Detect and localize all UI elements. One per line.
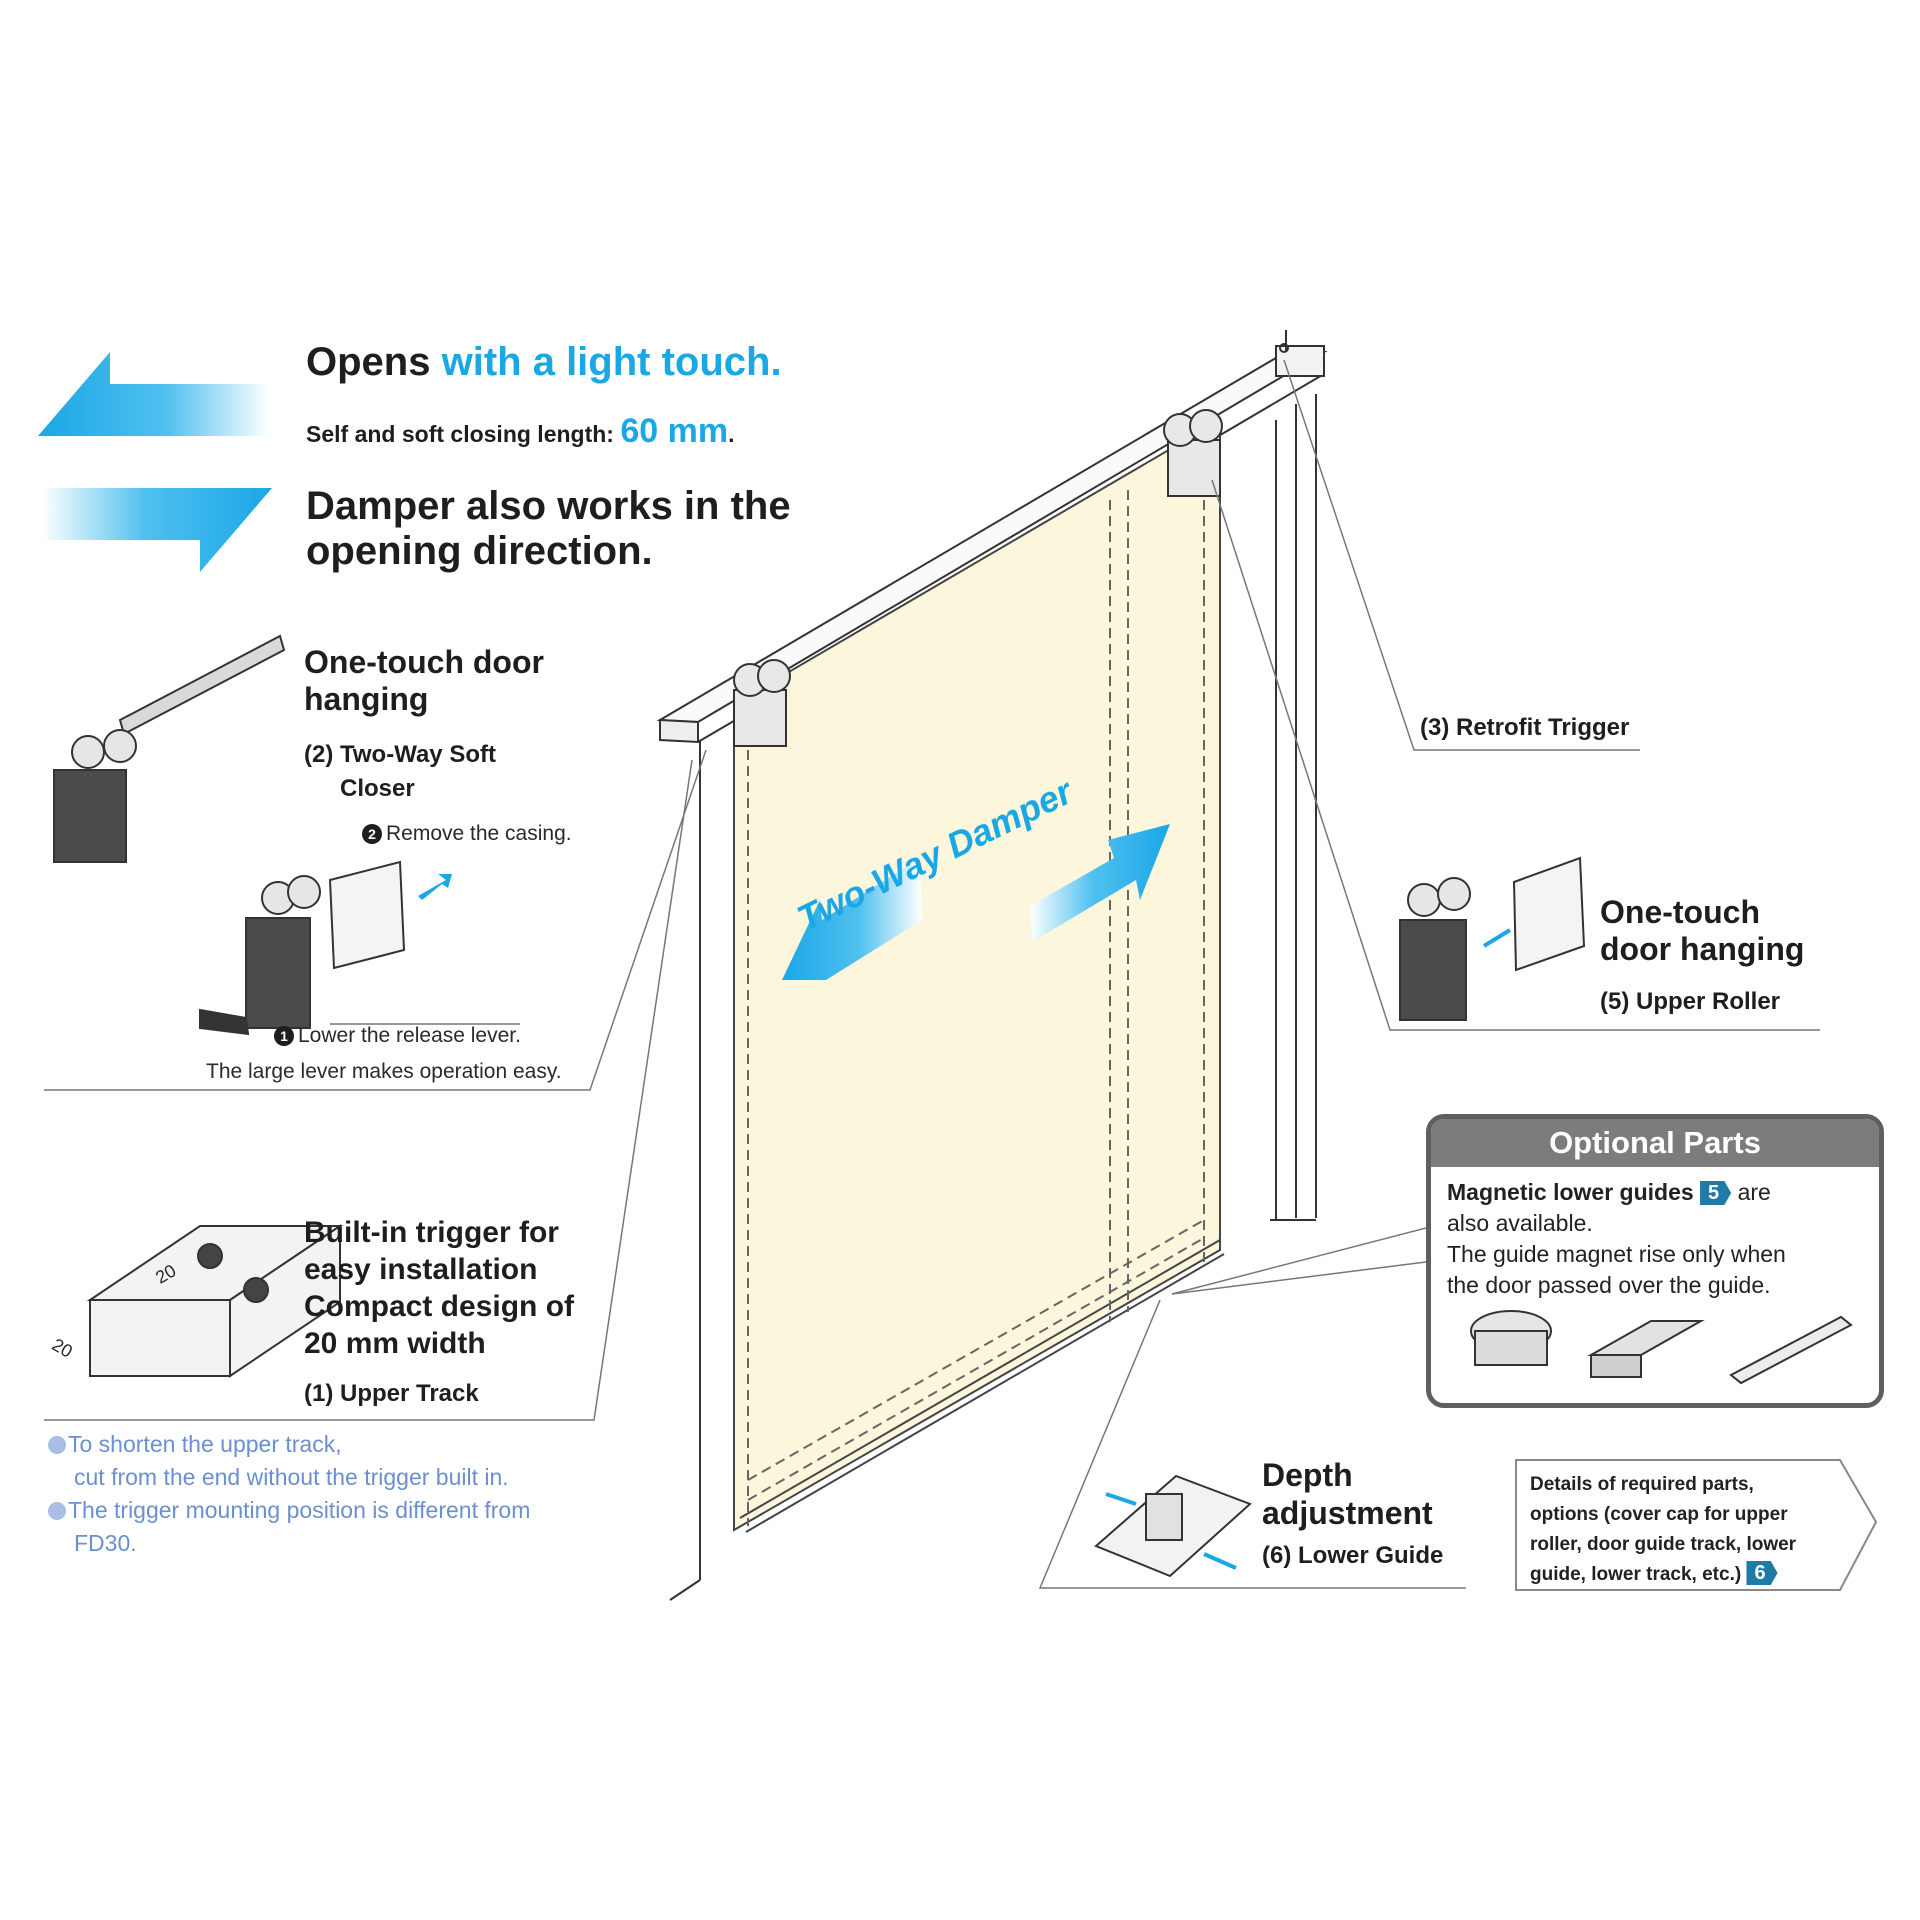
optional-bold: Magnetic lower guides xyxy=(1447,1179,1694,1205)
track-note-2: The trigger mounting position is differe… xyxy=(48,1494,530,1560)
track-note-2-line-2: FD30. xyxy=(74,1530,137,1556)
upper-roller-icon xyxy=(1399,856,1586,1021)
step-2-icon: 2 xyxy=(362,824,382,844)
optional-parts-images xyxy=(1470,1310,1853,1385)
track-line-3: Compact design of xyxy=(304,1290,575,1323)
closer-title-line-2: hanging xyxy=(304,681,429,717)
upper-track-icon xyxy=(86,1224,344,1378)
optional-parts-box: Optional Parts Magnetic lower guides 5 a… xyxy=(1426,1114,1884,1408)
track-part: (1) Upper Track xyxy=(304,1380,479,1407)
roller-part: (5) Upper Roller xyxy=(1600,988,1781,1015)
optional-after: are xyxy=(1737,1179,1771,1205)
two-way-soft-closer-icon xyxy=(53,634,406,1036)
headline-damper: Damper also works in the opening directi… xyxy=(306,484,791,574)
track-note-1-line-1: To shorten the upper track, xyxy=(68,1431,342,1457)
details-box-outline xyxy=(1515,1459,1878,1591)
lower-track-icon xyxy=(1729,1315,1853,1385)
damper-line-1: Damper also works in the xyxy=(306,484,791,528)
track-line-2: easy installation xyxy=(304,1253,538,1286)
roller-title-line-2: door hanging xyxy=(1600,931,1805,967)
door-panel xyxy=(733,418,1221,1532)
track-note-1: To shorten the upper track, cut from the… xyxy=(48,1428,509,1494)
optional-line-3: The guide magnet rise only when xyxy=(1447,1241,1786,1267)
closer-title: One-touch door hanging xyxy=(304,644,544,718)
track-features: Built-in trigger for easy installation C… xyxy=(304,1214,574,1362)
opens-prefix: Opens xyxy=(306,340,431,384)
closing-label: Self and soft closing length: xyxy=(306,421,614,447)
headline-opens: Opens with a light touch. xyxy=(306,340,782,385)
track-note-1-line-2: cut from the end without the trigger bui… xyxy=(74,1464,509,1490)
page-ref-6-badge[interactable]: 6 xyxy=(1746,1561,1778,1585)
track-note-2-line-1: The trigger mounting position is differe… xyxy=(68,1497,531,1523)
track-line-1: Built-in trigger for xyxy=(304,1216,559,1249)
optional-line-2: also available. xyxy=(1447,1210,1593,1236)
arrow-open-icon xyxy=(782,858,922,980)
closing-suffix: . xyxy=(728,421,735,447)
closer-part: (2) Two-Way Soft Closer xyxy=(304,738,496,806)
details-box: Details of required parts, options (cove… xyxy=(1514,1458,1874,1592)
optional-parts-heading: Optional Parts xyxy=(1431,1119,1879,1167)
lower-guide-title: Depth adjustment xyxy=(1262,1456,1433,1532)
details-body: Details of required parts, options (cove… xyxy=(1530,1474,1797,1585)
roller-icon xyxy=(733,409,1223,747)
lower-guide-icon xyxy=(1094,1474,1252,1578)
closing-length: Self and soft closing length: 60 mm. xyxy=(306,412,734,451)
lower-guide-line-1: Depth xyxy=(1262,1457,1353,1493)
damper-line-2: opening direction. xyxy=(306,529,653,573)
arrow-left-icon xyxy=(38,352,270,436)
remove-arrow-icon xyxy=(418,874,452,900)
track-line-4: 20 mm width xyxy=(304,1327,486,1360)
lower-guide-part: (6) Lower Guide xyxy=(1262,1542,1444,1569)
closer-note: The large lever makes operation easy. xyxy=(206,1060,562,1083)
door-frame xyxy=(656,330,1328,1601)
roller-title-line-1: One-touch xyxy=(1600,894,1760,930)
closer-part-line-1: (2) Two-Way Soft xyxy=(304,741,496,768)
retrofit-trigger-label: (3) Retrofit Trigger xyxy=(1420,714,1630,741)
optional-line-4: the door passed over the guide. xyxy=(1447,1272,1771,1298)
magnetic-guide-icon xyxy=(1587,1320,1705,1356)
arrow-close-icon xyxy=(1030,824,1170,942)
closing-value: 60 mm xyxy=(620,412,729,450)
bullet-icon xyxy=(48,1436,66,1454)
roller-title: One-touch door hanging xyxy=(1600,894,1804,968)
bullet-icon xyxy=(48,1502,66,1520)
lower-guide-line-2: adjustment xyxy=(1262,1495,1433,1531)
page-ref-5-badge[interactable]: 5 xyxy=(1700,1181,1732,1205)
arrow-right-icon xyxy=(42,488,272,572)
step-1-text: Lower the release lever. xyxy=(298,1024,521,1047)
details-text: Details of required parts, options (cove… xyxy=(1530,1470,1820,1590)
optional-parts-text: Magnetic lower guides 5 are also availab… xyxy=(1447,1177,1867,1301)
step-1-icon: 1 xyxy=(274,1026,294,1046)
closer-part-line-2: Closer xyxy=(340,775,415,802)
closer-title-line-1: One-touch door xyxy=(304,644,544,680)
step-2-text: Remove the casing. xyxy=(386,822,572,845)
opens-highlight: with a light touch. xyxy=(441,340,782,384)
